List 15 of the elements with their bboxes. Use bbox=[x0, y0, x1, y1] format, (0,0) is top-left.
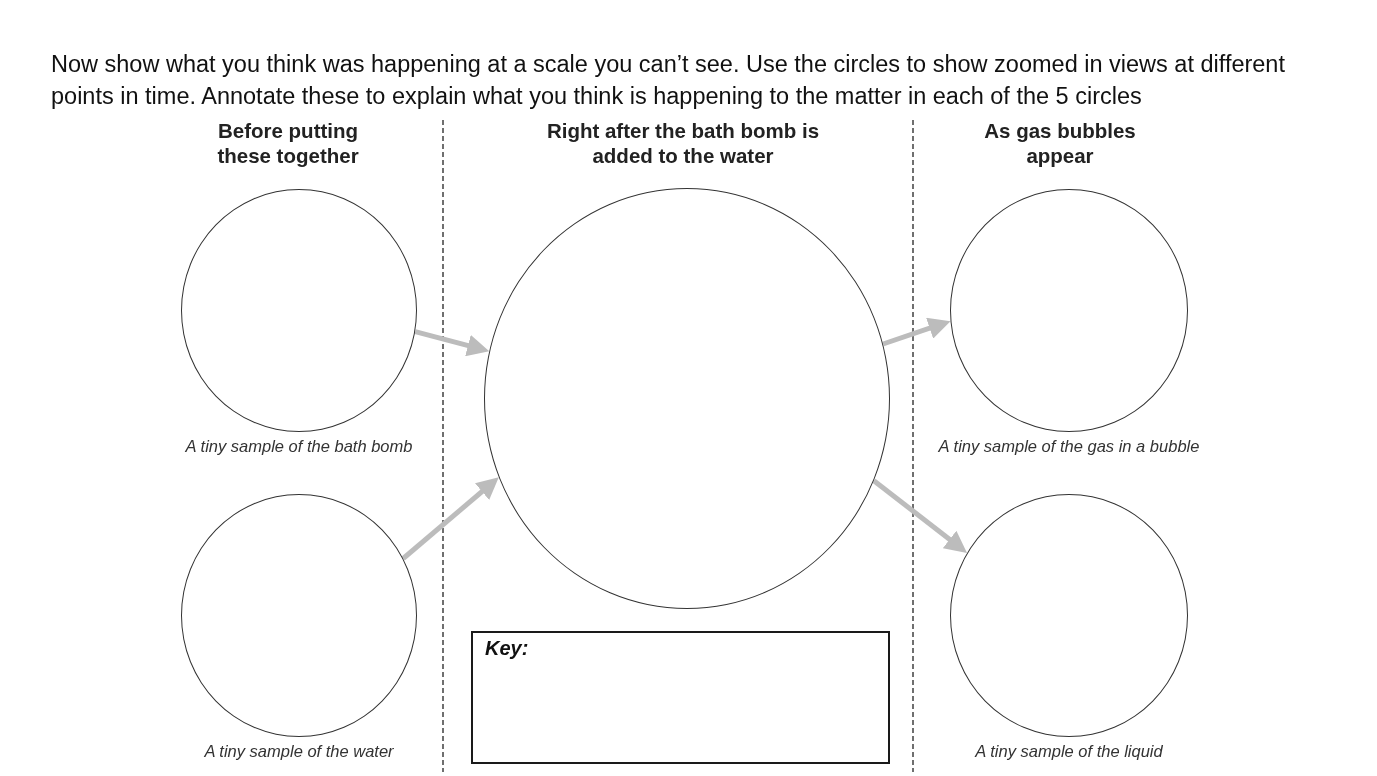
arrow bbox=[872, 478, 967, 553]
column-heading: Right after the bath bomb is added to the water bbox=[545, 118, 821, 168]
sample-circle bbox=[484, 188, 890, 609]
key-box bbox=[471, 631, 890, 764]
key-heading: Key: bbox=[485, 637, 529, 660]
column-heading: Before putting these together bbox=[216, 118, 360, 168]
circle-caption: A tiny sample of the bath bomb bbox=[185, 437, 413, 456]
arrow bbox=[414, 329, 490, 357]
instruction-text: Now show what you think was happening at a scale you can’t see. Use the circles to show zoomed in views at different points in time. Annotate these to explain what you think is happening to the matter in each of the 5 circles bbox=[51, 50, 1286, 111]
circle-caption: A tiny sample of the gas in a bubble bbox=[938, 437, 1200, 456]
circle-caption: A tiny sample of the water bbox=[204, 742, 394, 761]
arrow bbox=[401, 477, 499, 561]
arrow bbox=[882, 317, 951, 347]
circle-caption: A tiny sample of the liquid bbox=[975, 742, 1163, 761]
column-heading: As gas bubbles appear bbox=[983, 118, 1137, 168]
